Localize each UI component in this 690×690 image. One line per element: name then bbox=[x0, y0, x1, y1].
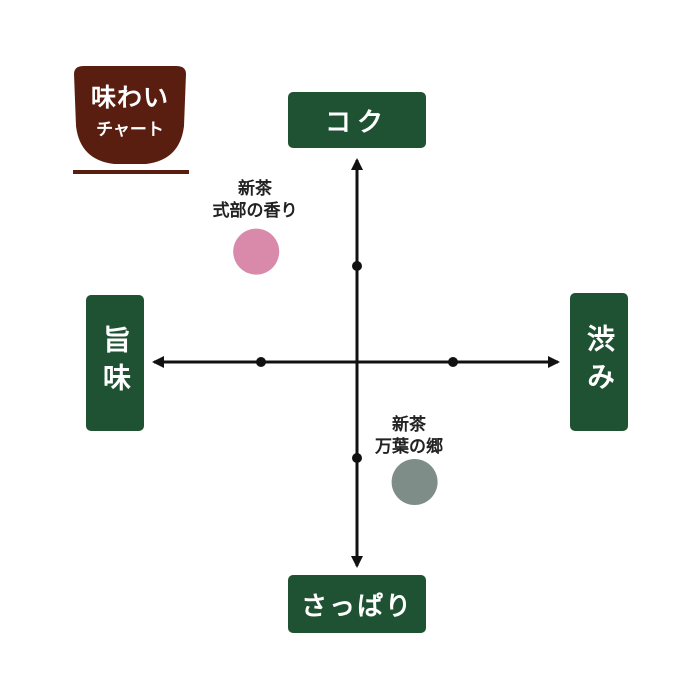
tea-label-manyou: 新茶 万葉の郷 bbox=[344, 414, 474, 458]
tick-vertical bbox=[352, 453, 362, 463]
logo-title: 味わい bbox=[90, 83, 169, 112]
logo-subtitle: チャート bbox=[96, 120, 164, 140]
tea-label-line: 式部の香り bbox=[212, 201, 298, 221]
axis-label-shibumi: 渋み bbox=[570, 293, 628, 431]
tick-horizontal bbox=[256, 357, 266, 367]
tick-vertical bbox=[352, 261, 362, 271]
tea-point-1 bbox=[233, 228, 280, 275]
tea-label-line: 新茶 bbox=[392, 415, 426, 435]
tea-label-line: 万葉の郷 bbox=[375, 437, 443, 457]
tea-label-shikibu: 新茶 式部の香り bbox=[190, 178, 320, 222]
logo-underline bbox=[73, 170, 189, 174]
tea-point-2 bbox=[391, 459, 438, 505]
axis-label-umami: 旨味 bbox=[86, 295, 144, 431]
axis-label-sappari: さっぱり bbox=[288, 575, 426, 633]
tea-bowl-icon bbox=[74, 66, 186, 164]
axis-label-koku: コク bbox=[288, 92, 426, 148]
taste-chart-logo: 味わい チャート bbox=[70, 64, 190, 176]
tea-label-line: 新茶 bbox=[238, 179, 272, 199]
tick-horizontal bbox=[448, 357, 458, 367]
